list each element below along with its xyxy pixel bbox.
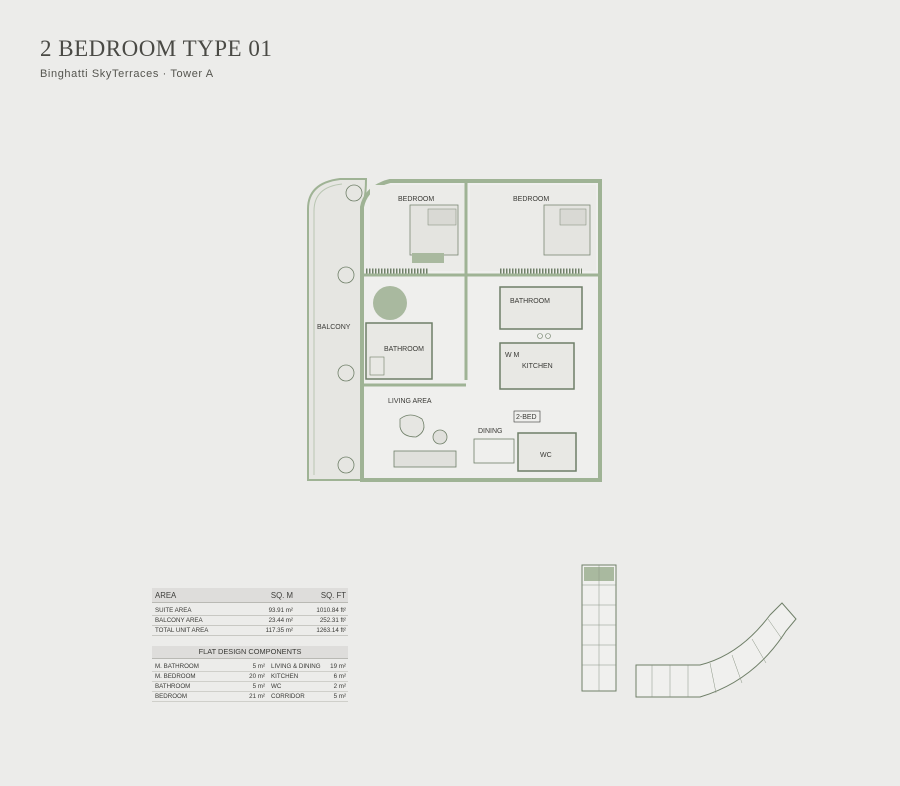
area-table-header: AREA SQ. M SQ. FT [152,588,348,603]
tower-b-block [635,602,797,698]
component-name: BATHROOM [155,683,191,690]
row-sqm: 93.91 m² [268,607,293,614]
table-row: TOTAL UNIT AREA 117.35 m² 1263.14 ft² [152,626,348,636]
label-balcony: BALCONY [317,324,351,331]
tower-a-units [582,565,616,691]
header-sqm: SQ. M [270,590,293,600]
component-name: M. BATHROOM [155,663,199,670]
kitchen [499,342,575,390]
label-bedroom-2: BEDROOM [513,196,549,203]
component-name: WC [271,683,282,690]
header-sqft: SQ. FT [320,590,346,600]
row-sqft: 252.31 ft² [319,617,346,624]
hob-2 [545,333,551,339]
round-table [373,286,407,320]
component-value: 2 m² [333,683,346,690]
row-sqm: 23.44 m² [268,617,293,624]
component-name: CORRIDOR [271,693,305,700]
hob-1 [537,333,543,339]
header-area: AREA [155,590,177,600]
component-name: KITCHEN [271,673,299,680]
component-name: BEDROOM [155,693,187,700]
components-title: FLAT DESIGN COMPONENTS [152,646,348,659]
table-row: BATHROOM 5 m² WC 2 m² [152,682,348,692]
bed-1-pillow [427,208,457,226]
table-row: BALCONY AREA 23.44 m² 252.31 ft² [152,616,348,626]
component-name: M. BEDROOM [155,673,196,680]
unit-tag: 2-BED [516,414,537,421]
balcony-rail [313,183,343,475]
bathroom-2 [499,286,583,330]
label-dining: DINING [478,428,503,435]
bathroom-1 [365,322,433,380]
table-row: SUITE AREA 93.91 m² 1010.84 ft² [152,606,348,616]
component-value: 19 m² [330,663,346,670]
component-name: LIVING & DINING [271,663,321,670]
table-row: BEDROOM 21 m² CORRIDOR 5 m² [152,692,348,702]
component-value: 5 m² [252,663,265,670]
bathroom-1-shower [369,356,385,376]
armchair [432,429,448,445]
row-sqft: 1010.84 ft² [316,607,346,614]
tower-b-units [651,618,783,697]
label-bathroom-2: BATHROOM [510,298,550,305]
component-value: 20 m² [249,673,265,680]
page-title: 2 BEDROOM TYPE 01 [40,36,273,61]
label-bedroom-1: BEDROOM [398,196,434,203]
table-row: M. BATHROOM 5 m² LIVING & DINING 19 m² [152,662,348,672]
bed-2-pillow [559,208,587,226]
key-plan [581,564,797,698]
wc-room [517,432,577,472]
component-value: 5 m² [333,693,346,700]
label-living: LIVING AREA [388,398,432,405]
row-sqm: 117.35 m² [265,627,293,634]
component-value: 5 m² [252,683,265,690]
label-wm: W M [505,352,520,359]
label-wc: WC [540,452,552,459]
floor-plan: BEDROOM BEDROOM BATHROOM BATHROOM W M KI… [307,178,602,482]
label-kitchen: KITCHEN [522,363,553,370]
component-value: 6 m² [333,673,346,680]
table-row: M. BEDROOM 20 m² KITCHEN 6 m² [152,672,348,682]
planters [337,184,363,474]
unit-tag-box [513,410,541,423]
label-bathroom-1: BATHROOM [384,346,424,353]
row-label: SUITE AREA [155,607,192,614]
sofa [393,450,457,468]
row-sqft: 1263.14 ft² [316,627,346,634]
row-label: BALCONY AREA [155,617,203,624]
bed-1-bench [412,253,444,263]
component-value: 21 m² [249,693,265,700]
page-subtitle: Binghatti SkyTerraces · Tower A [40,68,214,80]
row-label: TOTAL UNIT AREA [155,627,209,634]
area-table: AREA SQ. M SQ. FT SUITE AREA 93.91 m² 10… [152,588,348,702]
coffee-table [399,414,425,438]
dining-table [473,438,515,464]
